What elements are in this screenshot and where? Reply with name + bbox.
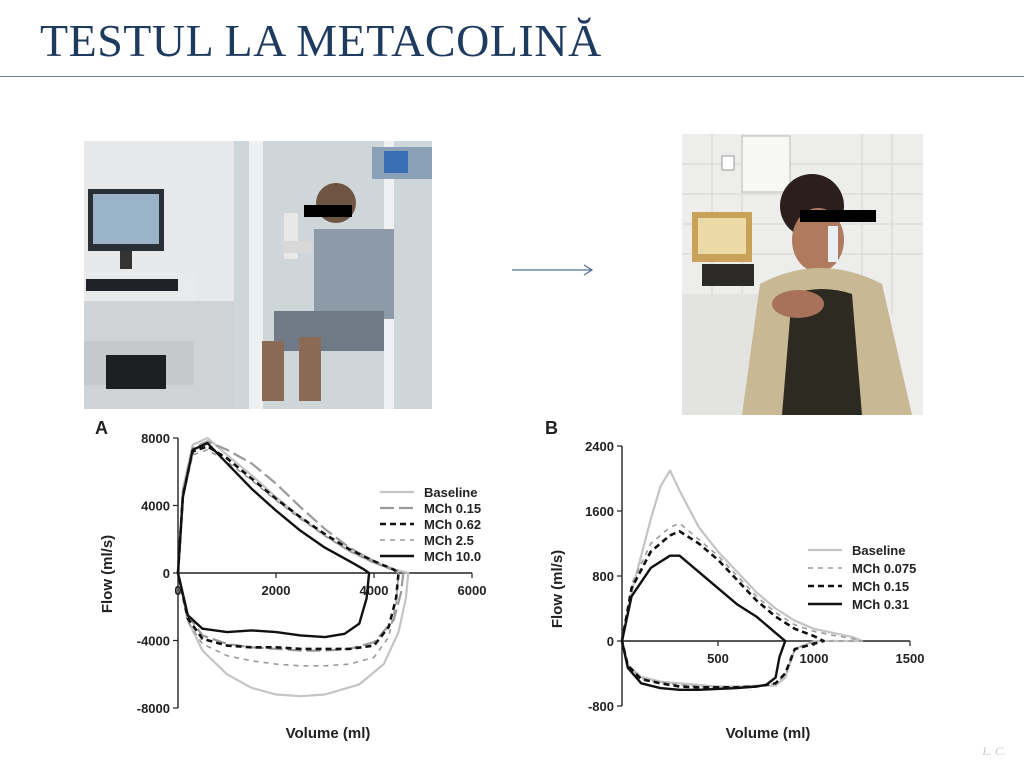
legend-label: Baseline [852,543,905,558]
legend-label: MCh 0.31 [852,597,909,612]
x-tick-label: 500 [707,651,729,666]
series-line-mch-2-5 [177,448,400,667]
panel-label-b: B [545,418,558,438]
nebulizer-patient-photo-icon [682,134,923,415]
footer-initials: L. C. [982,744,1006,758]
slide-title: TESTUL LA METACOLINĂ [40,15,602,66]
x-tick-label: 2000 [262,583,291,598]
y-tick-label: 0 [607,634,614,649]
x-tick-label: 0 [174,583,181,598]
legend-label: MCh 2.5 [424,533,474,548]
series-line-mch-0-15 [620,530,825,689]
title-rule [0,76,1024,77]
series-line-mch-10-0 [176,441,371,639]
series-line-baseline [620,469,864,688]
series-line-mch-0-62 [176,445,400,651]
x-tick-label: 1000 [800,651,829,666]
y-tick-label: -8000 [137,701,170,716]
y-tick-label: 2400 [585,439,614,454]
y-tick-label: 800 [592,569,614,584]
series-line-mch-0-075 [621,522,863,689]
series-line-baseline [176,436,410,698]
x-tick-label: 4000 [360,583,389,598]
series-line-mch-0-31 [620,554,787,691]
chart-panel-a: A 8000 4000 0 -4000 -8000 0 2000 4000 6000 Baseli… [90,414,510,748]
chart-b-svg: B 2400 1600 800 0 -800 500 1000 1500 BaselineMCh… [545,418,925,742]
legend-label: MCh 0.075 [852,561,916,576]
x-tick-label: 6000 [458,583,487,598]
legend-label: Baseline [424,485,477,500]
y-tick-label: 1600 [585,504,614,519]
y-tick-label: -4000 [137,634,170,649]
y-tick-label: 4000 [141,499,170,514]
chart-b-xlabel: Volume (ml) [726,725,811,742]
arrow-right-icon [512,264,594,276]
chart-b-ylabel: Flow (ml/s) [549,550,566,628]
y-tick-label: -800 [588,699,614,714]
legend-label: MCh 0.15 [852,579,909,594]
chart-a-ylabel: Flow (ml/s) [99,535,116,613]
legend-label: MCh 0.15 [424,501,481,516]
chart-a-svg: A 8000 4000 0 -4000 -8000 0 2000 4000 6000 Baseli… [95,418,487,742]
series-line-mch-0-15 [176,440,405,652]
panel-label-a: A [95,418,108,438]
legend-label: MCh 0.62 [424,517,481,532]
legend-label: MCh 10.0 [424,549,481,564]
chart-a-xlabel: Volume (ml) [286,725,371,742]
spirometry-booth-photo-icon [84,141,432,409]
y-tick-label: 0 [163,566,170,581]
x-tick-label: 1500 [896,651,925,666]
y-tick-label: 8000 [141,431,170,446]
